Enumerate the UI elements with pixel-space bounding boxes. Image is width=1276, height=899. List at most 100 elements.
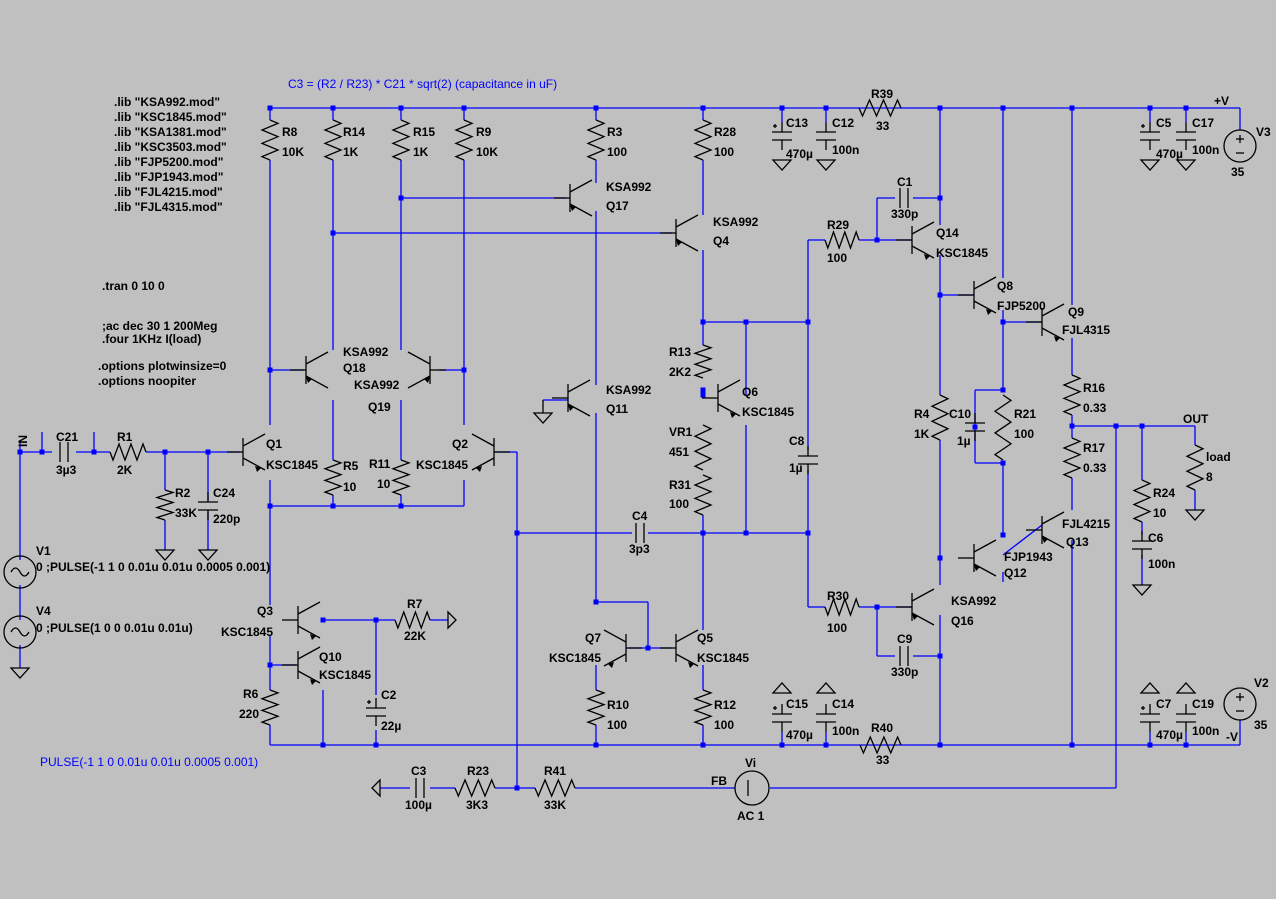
net-labels: IN OUT +V -V FB [16,94,1238,788]
label-R29: R29 [827,218,849,232]
junction-dot [805,530,811,536]
junction-dot [1147,742,1153,748]
transistor-collector [305,351,329,365]
label-C21: C21 [56,430,78,444]
resistor [693,689,713,726]
value-C10: 1µ [957,434,971,448]
junction-dot [373,742,379,748]
ground-symbol [197,549,219,561]
capacitor [1132,531,1152,559]
resistor [323,119,343,161]
junction-dot [1000,105,1006,111]
value-C5: 470µ [1156,147,1183,161]
resistor [154,489,176,521]
net-label-vneg: -V [1226,730,1238,744]
transistor-collector [471,433,495,447]
junction-dot [267,105,273,111]
label-R30: R30 [827,589,849,603]
junction-dot [743,530,749,536]
resistor-body [454,778,496,798]
resistor-body [586,119,606,161]
resistor-body [693,344,713,379]
capacitor [415,778,425,798]
junction-dot [593,599,599,605]
transistor-emitter [297,625,321,639]
junction-dot [593,742,599,748]
transistor-emitter [911,612,935,626]
transistor-arrow [476,466,482,472]
value-R9: 10K [476,145,498,159]
transistor-collector [675,214,699,228]
junction-dot [823,105,829,111]
supply-symbol [1139,682,1161,694]
component-labels: R8 10K R14 1K R15 1K R9 10K R3 100 R28 1… [36,87,1271,823]
junction-dot [320,742,326,748]
resistor-body [391,459,411,496]
npn-transistor [603,629,642,668]
label-Q4: Q4 [713,234,729,248]
junction-dot [1069,423,1075,429]
junction-dot [461,367,467,373]
junction-dot [398,195,404,201]
resistor [260,689,280,726]
resistor [586,689,606,726]
transistor-collector [911,221,935,235]
npn-transistor [896,221,935,260]
resistor [693,344,713,379]
resistor [858,98,902,118]
label-R21: R21 [1014,407,1036,421]
junction-dot [320,617,326,623]
resistor-body [1062,374,1082,416]
supply-symbol [771,682,793,694]
label-R40: R40 [871,721,893,735]
capacitor [965,413,985,441]
label-Q17: Q17 [606,199,629,213]
value-R1: 2K [117,463,133,477]
value-Q10: KSC1845 [319,668,371,682]
value-Q18: KSA992 [343,345,389,359]
junction-dot [1069,742,1075,748]
value-R24: 10 [1153,506,1167,520]
junction-dot [972,424,978,430]
source-body [3,555,37,589]
components [3,98,1257,806]
transistor-emitter [407,375,431,389]
directive-line: .options plotwinsize=0 [98,359,227,373]
resistor [394,610,431,630]
resistor-body [260,689,280,726]
junction-dot [700,392,706,398]
ground-icon [371,610,457,798]
value-Q4: KSA992 [713,215,759,229]
label-R24: R24 [1153,486,1175,500]
dc-source [1223,129,1257,163]
label-R1: R1 [117,430,133,444]
label-C7: C7 [1156,697,1172,711]
value-Q12: FJP1943 [1004,550,1053,564]
value-R28: 100 [714,145,734,159]
ground-symbol [532,412,554,424]
label-Q5: Q5 [697,631,713,645]
value-R17: 0.33 [1083,461,1107,475]
directive-line: .lib "FJL4315.mod" [114,200,223,214]
label-V3: V3 [1256,125,1271,139]
ground-symbol [9,667,31,679]
resistor [454,778,496,798]
npn-transistor [1026,303,1065,342]
junction-dot [779,105,785,111]
label-Vi: Vi [745,756,756,770]
capacitor [899,188,909,208]
resistor-body [454,119,474,161]
value-VR1: 451 [669,445,689,459]
value-R21: 100 [1014,427,1034,441]
pnp-transistor [660,214,699,252]
junction-dot [874,604,880,610]
label-Q6: Q6 [742,385,758,399]
resistor-body [1185,444,1205,491]
resistor-body [323,119,343,161]
ac-source [734,770,770,806]
ground-icon [532,400,554,424]
resistor-body [260,119,280,161]
value-Q6: KSC1845 [742,405,794,419]
label-R17: R17 [1083,441,1105,455]
transistor-emitter [675,653,699,667]
